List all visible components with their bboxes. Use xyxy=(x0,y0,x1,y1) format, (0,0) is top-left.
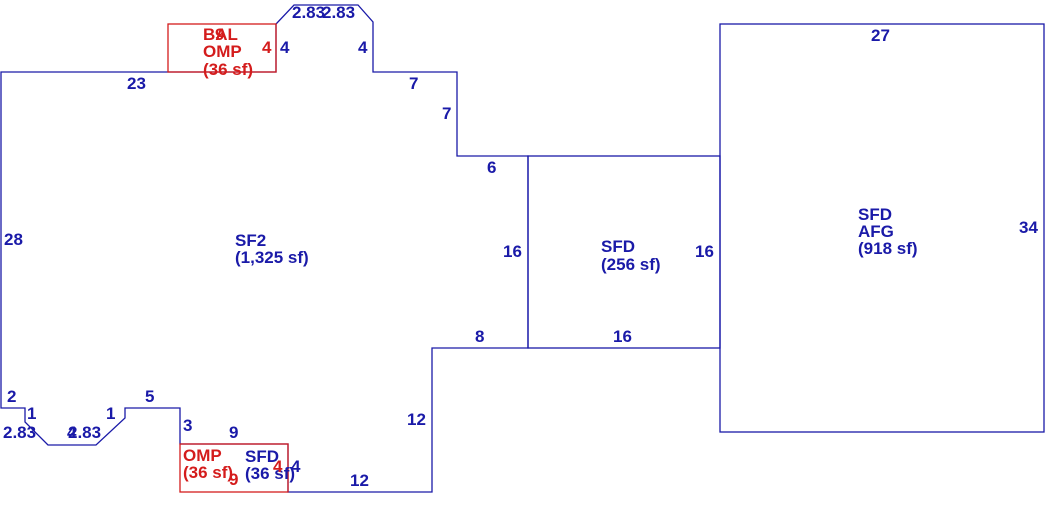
dim-bl-f: 1 xyxy=(106,404,115,423)
dim-sf2-left: 28 xyxy=(4,230,23,249)
dim-bl-c: 2.83 xyxy=(3,423,36,442)
dim-step-c: 6 xyxy=(487,158,496,177)
omp-bottom-outline xyxy=(179,443,289,493)
dim-step-b: 7 xyxy=(442,104,451,123)
dim-omp-side: 4 xyxy=(273,457,283,476)
sfd-afg-area-label: (918 sf) xyxy=(858,239,918,258)
dim-mid-right: 16 xyxy=(695,242,714,261)
sfd-small-area-label: (36 sf) xyxy=(245,464,295,483)
dim-bl-h: 3 xyxy=(183,416,192,435)
sfd-middle-area-label: (256 sf) xyxy=(601,255,661,274)
dim-top-bay-left: 2.83 xyxy=(292,3,325,22)
sf2-outline xyxy=(0,4,529,493)
bal-overlap-digit: 9 xyxy=(215,25,224,44)
dim-step-a: 7 xyxy=(409,74,418,93)
dim-sf2-right: 16 xyxy=(503,242,522,261)
omp-bottom-area-label: (36 sf) xyxy=(183,463,233,482)
dim-ell-top: 8 xyxy=(475,327,484,346)
bal-omp-code-label: OMP xyxy=(203,42,242,61)
bal-omp-area-label: (36 sf) xyxy=(203,60,253,79)
dim-afg-right: 34 xyxy=(1019,218,1038,237)
dim-bl-e: 2.83 xyxy=(68,423,101,442)
dim-bl-g: 5 xyxy=(145,387,154,406)
dim-afg-top: 27 xyxy=(871,26,890,45)
dim-bal-side: 4 xyxy=(262,38,272,57)
sfd-middle-code-label: SFD xyxy=(601,237,635,256)
dim-bay-right-side: 4 xyxy=(358,38,368,57)
sf2-area-label: (1,325 sf) xyxy=(235,248,309,267)
sfd-afg-code2-label: AFG xyxy=(858,222,894,241)
dim-mid-bottom: 16 xyxy=(613,327,632,346)
bal-omp-outline xyxy=(167,23,277,73)
dim-bl-i: 9 xyxy=(229,423,238,442)
sfd-afg-code-label: SFD xyxy=(858,205,892,224)
dim-ell-side: 12 xyxy=(407,410,426,429)
dim-bottom-run: 12 xyxy=(350,471,369,490)
dim-bl-b: 1 xyxy=(27,404,36,423)
sfd-afg-outline xyxy=(719,23,1045,433)
sfd-small-code-label: SFD xyxy=(245,447,279,466)
dim-omp-bottom: 9 xyxy=(229,470,238,489)
dim-bl-d: 4 xyxy=(67,423,77,442)
dim-top-bay-right: 2.83 xyxy=(322,3,355,22)
dim-sfd-small-side: 4 xyxy=(291,457,301,476)
bal-code-label: BAL xyxy=(203,25,238,44)
dim-bay-left-side: 4 xyxy=(280,38,290,57)
omp-bottom-code-label: OMP xyxy=(183,446,222,465)
dim-top-left-run: 23 xyxy=(127,74,146,93)
dim-bl-a: 2 xyxy=(7,387,16,406)
sf2-code-label: SF2 xyxy=(235,231,266,250)
